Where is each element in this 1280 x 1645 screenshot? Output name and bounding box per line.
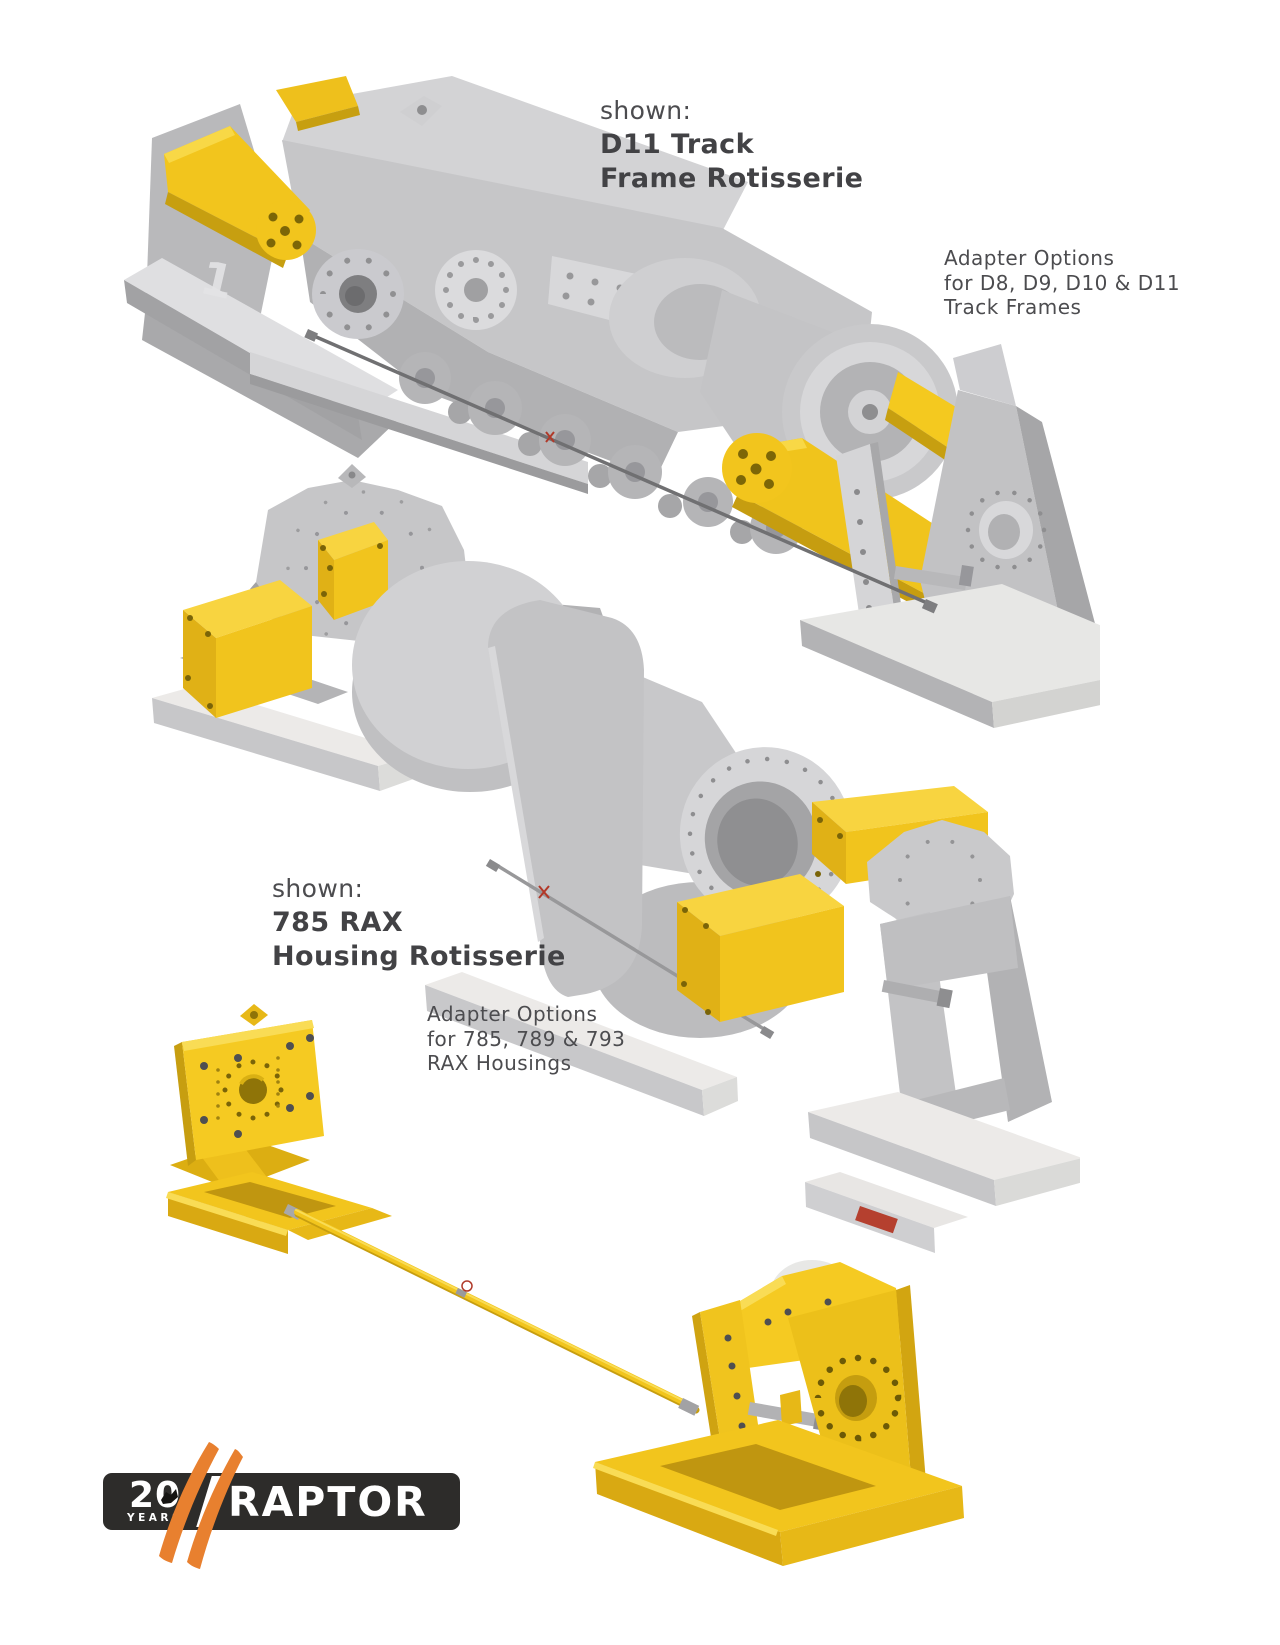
rax-housing-flange [679,747,853,923]
rax-yellow-beams-left [183,522,388,718]
d11-left-stand: 1 [124,104,588,494]
claw-scratches-icon [159,1442,243,1569]
raptor-silhouette-icon [161,1489,178,1504]
d11-title-line1: D11 Track [600,129,754,160]
rax-adapter-note: Adapter Options for 785, 789 & 793 RAX H… [427,1002,625,1076]
raptor-20-years-logo: 20 YEARS RAPTOR [103,1440,483,1580]
d11-tie-rod [304,329,938,614]
rax-shown-label: shown: [272,874,364,903]
d11-adapter-note: Adapter Options for D8, D9, D10 & D11 Tr… [944,246,1180,320]
d11-right-stand [800,344,1100,728]
yellow-tailstock-stand [593,1260,964,1566]
d11-adapter-note-line2: for D8, D9, D10 & D11 [944,270,1181,295]
rax-right-stand [805,820,1080,1253]
d11-adapter-note-line3: Track Frames [944,295,1082,319]
rax-adapter-note-line1: Adapter Options [427,1002,598,1026]
warning-label [855,1206,898,1234]
logo-brand-name: RAPTOR [228,1478,428,1526]
rax-adapter-note-line2: for 785, 789 & 793 [427,1026,626,1051]
yellow-rotisserie-stands-render [166,1004,964,1566]
d11-adapter-note-line1: Adapter Options [944,246,1115,270]
logo-years-label: YEARS [126,1512,184,1524]
yellow-tie-bar [283,1204,700,1416]
d11-track-frame-rotisserie-render: 1 [124,76,1100,728]
yellow-headstock-stand [166,1004,392,1254]
d11-caption: shown: D11 Track Frame Rotisserie [600,94,863,196]
rax-housing-body [352,561,853,1038]
rax-front-base-rail [425,972,738,1116]
rax-title-line2: Housing Rotisserie [272,941,566,972]
785-rax-housing-rotisserie-render [152,464,1080,1253]
rax-adapter-note-line3: RAX Housings [427,1051,572,1075]
d11-title-line2: Frame Rotisserie [600,163,864,194]
d11-yellow-adapter-left [164,76,360,268]
rax-caption: shown: 785 RAX Housing Rotisserie [272,872,566,974]
d11-shown-label: shown: [600,96,692,125]
rax-title-line1: 785 RAX [272,907,404,938]
